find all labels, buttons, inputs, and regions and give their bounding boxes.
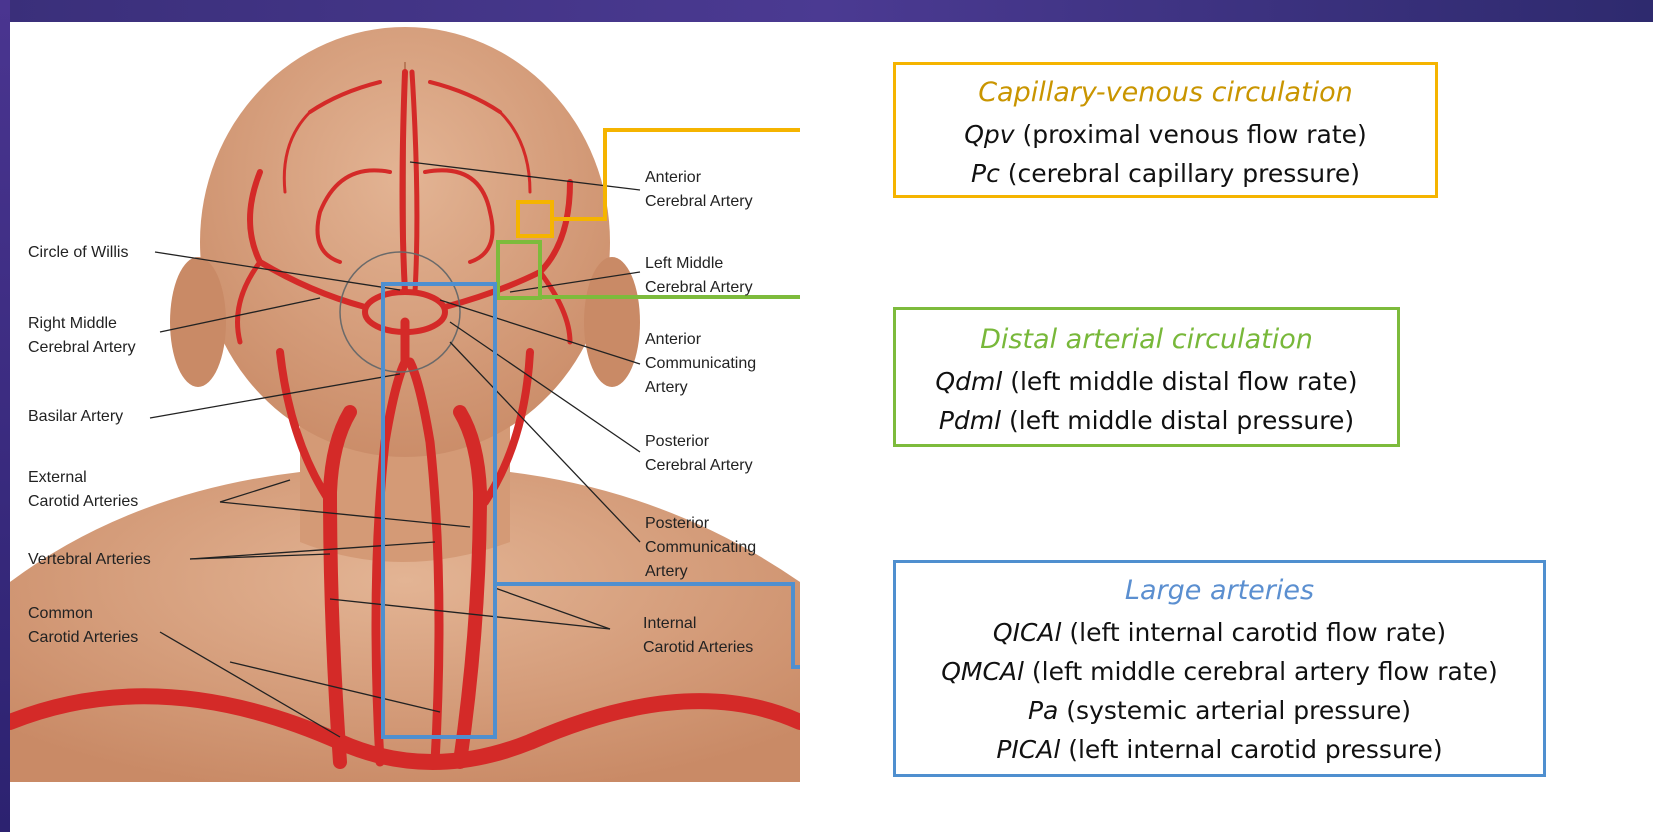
capillary-venous-title: Capillary-venous circulation xyxy=(896,71,1435,115)
label-posterior-communicating-artery: Posterior Communicating Artery xyxy=(645,512,756,584)
description: (left middle cerebral artery flow rate) xyxy=(1024,657,1498,686)
symbol: Qpv xyxy=(964,120,1014,149)
large-arteries-row: QICAl (left internal carotid flow rate) xyxy=(896,613,1543,652)
slide-frame-left xyxy=(0,0,10,832)
symbol: Pc xyxy=(971,159,1000,188)
symbol: Qdml xyxy=(935,367,1002,396)
description: (left middle distal flow rate) xyxy=(1002,367,1357,396)
distal-arterial-box: Distal arterial circulation Qdml (left m… xyxy=(893,307,1400,447)
label-anterior-communicating-artery: Anterior Communicating Artery xyxy=(645,328,756,400)
capillary-row: Qpv (proximal venous flow rate) xyxy=(896,115,1435,154)
description: (cerebral capillary pressure) xyxy=(1000,159,1360,188)
large-arteries-row: QMCAl (left middle cerebral artery flow … xyxy=(896,652,1543,691)
symbol: Pdml xyxy=(939,406,1001,435)
label-right-middle-cerebral-artery: Right Middle Cerebral Artery xyxy=(28,312,136,360)
symbol: QICAl xyxy=(993,618,1062,647)
distal-arterial-title: Distal arterial circulation xyxy=(896,318,1397,362)
acr xyxy=(403,72,406,292)
description: (systemic arterial pressure) xyxy=(1058,696,1411,725)
large-arteries-box: Large arteries QICAl (left internal caro… xyxy=(893,560,1546,777)
description: (left middle distal pressure) xyxy=(1001,406,1354,435)
symbol: QMCAl xyxy=(941,657,1024,686)
head-neck-artery-illustration xyxy=(10,22,800,782)
description: (left internal carotid flow rate) xyxy=(1061,618,1446,647)
large-arteries-title: Large arteries xyxy=(896,569,1543,613)
symbol: Pa xyxy=(1028,696,1058,725)
description: (proximal venous flow rate) xyxy=(1015,120,1367,149)
label-common-carotid-arteries: Common Carotid Arteries xyxy=(28,602,138,650)
capillary-row: Pc (cerebral capillary pressure) xyxy=(896,154,1435,193)
label-posterior-cerebral-artery: Posterior Cerebral Artery xyxy=(645,430,753,478)
label-basilar-artery: Basilar Artery xyxy=(28,405,123,429)
capillary-venous-box: Capillary-venous circulation Qpv (proxim… xyxy=(893,62,1438,198)
description: (left internal carotid pressure) xyxy=(1060,735,1442,764)
distal-row: Pdml (left middle distal pressure) xyxy=(896,401,1397,440)
label-circle-of-willis: Circle of Willis xyxy=(28,241,128,265)
label-anterior-cerebral-artery: Anterior Cerebral Artery xyxy=(645,166,753,214)
label-left-middle-cerebral-artery: Left Middle Cerebral Artery xyxy=(645,252,753,300)
label-vertebral-arteries: Vertebral Arteries xyxy=(28,548,151,572)
distal-row: Qdml (left middle distal flow rate) xyxy=(896,362,1397,401)
symbol: PICAl xyxy=(996,735,1060,764)
right-ear xyxy=(170,257,226,387)
label-internal-carotid-arteries: Internal Carotid Arteries xyxy=(643,612,753,660)
large-arteries-row: PICAl (left internal carotid pressure) xyxy=(896,730,1543,769)
large-arteries-row: Pa (systemic arterial pressure) xyxy=(896,691,1543,730)
slide-frame-top xyxy=(0,0,1653,22)
label-external-carotid-arteries: External Carotid Arteries xyxy=(28,466,138,514)
